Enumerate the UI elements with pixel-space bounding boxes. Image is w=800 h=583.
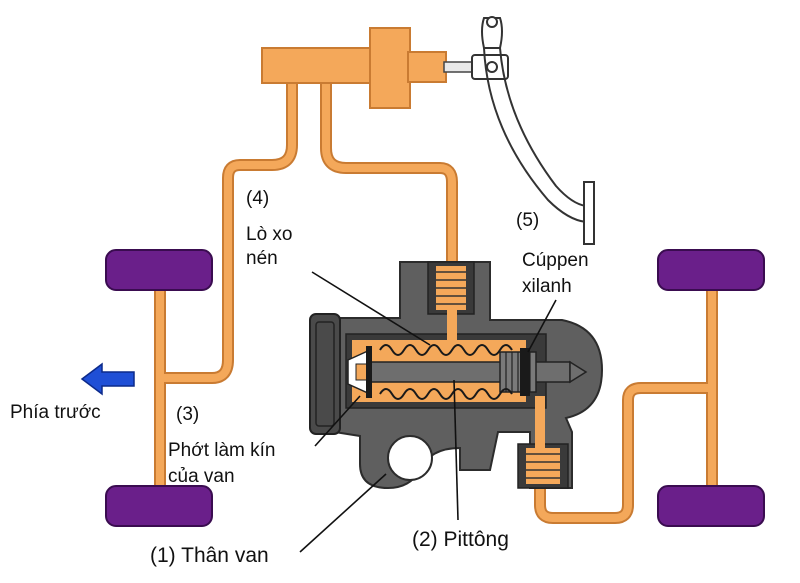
wheel-rear-right [657, 485, 765, 527]
wheel-rear-left [105, 485, 213, 527]
arrow-left-icon [80, 362, 135, 396]
label-spring-line1: Lò xo [246, 224, 292, 245]
label-seal-number: (3) [176, 404, 199, 425]
mounting-hole [387, 435, 433, 481]
label-piston: (2) Pittông [412, 528, 509, 551]
cylinder-cup [520, 348, 530, 396]
label-spring-line2: nén [246, 248, 278, 269]
brake-pedal [471, 16, 595, 245]
label-cup-line1: Cúppen [522, 250, 589, 271]
labels: (4) Lò xo nén (5) Cúppen xilanh Phía trư… [10, 188, 589, 567]
pedal-pivot-icon [486, 61, 498, 73]
wheel-front-right [657, 249, 765, 291]
label-spring-number: (4) [246, 188, 269, 209]
label-cup-line2: xilanh [522, 276, 572, 297]
leader-lines [299, 271, 557, 553]
master-cylinder [261, 27, 473, 109]
wheel-front-left [105, 249, 213, 291]
label-cup-number: (5) [516, 210, 539, 231]
wheels [105, 249, 765, 527]
brake-lines [154, 74, 718, 524]
label-valve-body: (1) Thân van [150, 544, 269, 567]
compression-spring [379, 344, 513, 400]
label-front-direction: Phía trước [10, 402, 101, 423]
label-seal-line2: của van [168, 466, 235, 487]
label-seal-line1: Phớt làm kín [168, 440, 276, 461]
valve-seal [347, 346, 372, 398]
valve-body [309, 261, 604, 490]
